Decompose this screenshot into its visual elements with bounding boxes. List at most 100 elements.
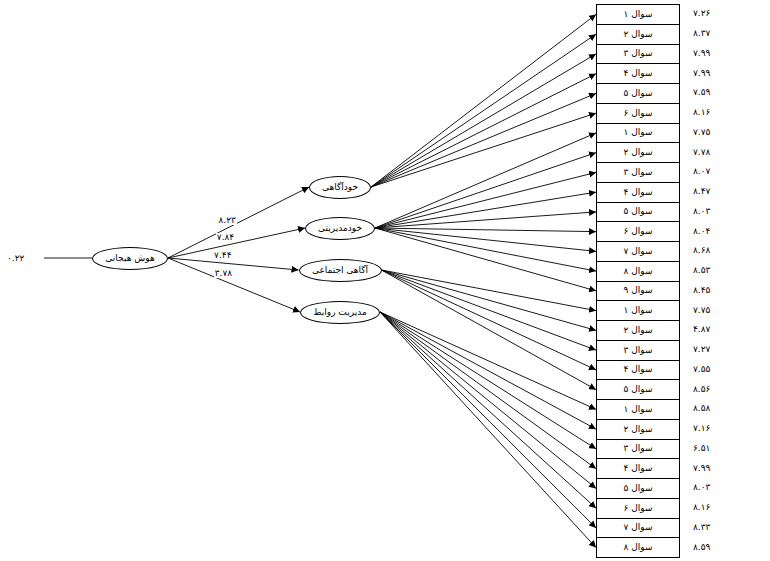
item-error-value: ۷.۵۵: [692, 365, 711, 374]
path-arrow: [371, 93, 596, 187]
path-arrow: [375, 133, 596, 228]
path-arrow: [380, 312, 596, 548]
item-box: سوال ۲: [596, 142, 680, 163]
item-error-value: ۴.۸۷: [692, 325, 711, 334]
item-name: سوال ۷: [624, 247, 653, 256]
item-box: سوال ۶: [596, 221, 680, 242]
item-name: سوال ۶: [624, 227, 653, 236]
path-arrow: [382, 270, 597, 330]
item-error-value: ۷.۹۹: [692, 464, 711, 473]
item-error-value: ۷.۱۶: [692, 424, 711, 433]
path-arrow: [380, 312, 596, 488]
item-box: سوال ۸: [596, 537, 680, 558]
item-name: سوال ۱: [624, 306, 653, 315]
item-name: سوال ۴: [624, 365, 653, 374]
path-arrow: [168, 258, 299, 270]
path-arrow: [375, 228, 596, 271]
item-box: سوال ۶: [596, 103, 680, 124]
item-name: سوال ۲: [624, 30, 653, 39]
item-name: سوال ۴: [624, 188, 653, 197]
path-arrow: [168, 258, 300, 312]
item-box: سوال ۱: [596, 4, 680, 25]
item-error-value: ۸.۶۸: [692, 246, 711, 255]
path-coefficient: ۸.۲۳: [218, 216, 237, 225]
path-coefficient: ۷.۴۴: [213, 251, 232, 260]
path-arrow: [380, 312, 596, 469]
item-error-value: ۷.۵۹: [692, 88, 711, 97]
item-error-value: ۸.۱۶: [692, 503, 711, 512]
latent-variable-ellipse: هوش هیجانی: [92, 247, 168, 270]
latent-variable-ellipse: خودآگاهی: [309, 176, 371, 199]
factor-name: هوش هیجانی: [105, 254, 154, 263]
path-arrow: [168, 228, 305, 258]
item-name: سوال ۱: [624, 128, 653, 137]
item-error-value: ۷.۲۷: [692, 345, 711, 354]
path-arrow: [371, 54, 596, 187]
item-name: سوال ۱: [624, 10, 653, 19]
item-name: سوال ۳: [624, 49, 653, 58]
path-coefficient: ۳.۷۸: [214, 269, 233, 278]
path-arrow: [371, 14, 596, 187]
item-name: سوال ۳: [624, 168, 653, 177]
path-arrow: [380, 312, 596, 409]
path-arrow: [380, 312, 596, 528]
item-name: سوال ۴: [624, 69, 653, 78]
item-error-value: ۸.۵۳: [692, 266, 711, 275]
item-name: سوال ۲: [624, 148, 653, 157]
item-error-value: ۸.۴۷: [692, 187, 711, 196]
latent-variable-ellipse: مدیریت روابط: [300, 301, 380, 324]
latent-variable-ellipse: خودمدیریتی: [305, 217, 375, 240]
item-name: سوال ۸: [624, 267, 653, 276]
path-arrow: [382, 270, 597, 350]
item-box: سوال ۵: [596, 379, 680, 400]
item-error-value: ۷.۷۵: [692, 306, 711, 315]
item-box: سوال ۵: [596, 202, 680, 223]
item-box: سوال ۵: [596, 478, 680, 499]
path-arrow: [375, 192, 596, 228]
error-line: [44, 258, 92, 259]
item-error-value: ۷.۲۶: [692, 9, 711, 18]
path-arrow: [380, 312, 596, 449]
item-name: سوال ۶: [624, 109, 653, 118]
item-box: سوال ۹: [596, 281, 680, 302]
item-name: سوال ۱: [624, 405, 653, 414]
item-error-value: ۸.۰۷: [692, 167, 711, 176]
item-box: سوال ۲: [596, 24, 680, 45]
path-arrow: [382, 270, 597, 370]
path-arrow: [375, 228, 596, 251]
item-error-value: ۸.۵۹: [692, 543, 711, 552]
item-error-value: ۸.۰۳: [692, 207, 711, 216]
item-name: سوال ۸: [624, 543, 653, 552]
item-box: سوال ۵: [596, 83, 680, 104]
item-name: سوال ۳: [624, 346, 653, 355]
item-name: سوال ۵: [624, 207, 653, 216]
item-name: سوال ۴: [624, 464, 653, 473]
path-coefficient: ۷.۸۴: [216, 233, 235, 242]
item-error-value: ۷.۷۸: [692, 148, 711, 157]
item-error-value: ۸.۳۷: [692, 29, 711, 38]
item-name: سوال ۳: [624, 444, 653, 453]
item-box: سوال ۷: [596, 518, 680, 539]
item-box: سوال ۴: [596, 63, 680, 84]
item-error-value: ۶.۵۱: [692, 444, 711, 453]
item-box: سوال ۲: [596, 320, 680, 341]
item-name: سوال ۲: [624, 326, 653, 335]
item-box: سوال ۱: [596, 300, 680, 321]
item-box: سوال ۴: [596, 182, 680, 203]
latent-variable-ellipse: آگاهی اجتماعی: [299, 259, 382, 282]
item-box: سوال ۷: [596, 241, 680, 262]
path-arrow: [375, 212, 596, 228]
path-arrow: [380, 312, 596, 429]
item-name: سوال ۵: [624, 89, 653, 98]
item-box: سوال ۳: [596, 162, 680, 183]
item-box: سوال ۴: [596, 458, 680, 479]
item-box: سوال ۱: [596, 123, 680, 144]
item-error-value: ۸.۰۳: [692, 483, 711, 492]
item-name: سوال ۷: [624, 523, 653, 532]
item-name: سوال ۲: [624, 425, 653, 434]
item-box: سوال ۱: [596, 399, 680, 420]
item-box: سوال ۴: [596, 360, 680, 381]
item-error-value: ۸.۰۴: [692, 227, 711, 236]
item-error-value: ۷.۹۹: [692, 49, 711, 58]
item-name: سوال ۹: [624, 286, 653, 295]
